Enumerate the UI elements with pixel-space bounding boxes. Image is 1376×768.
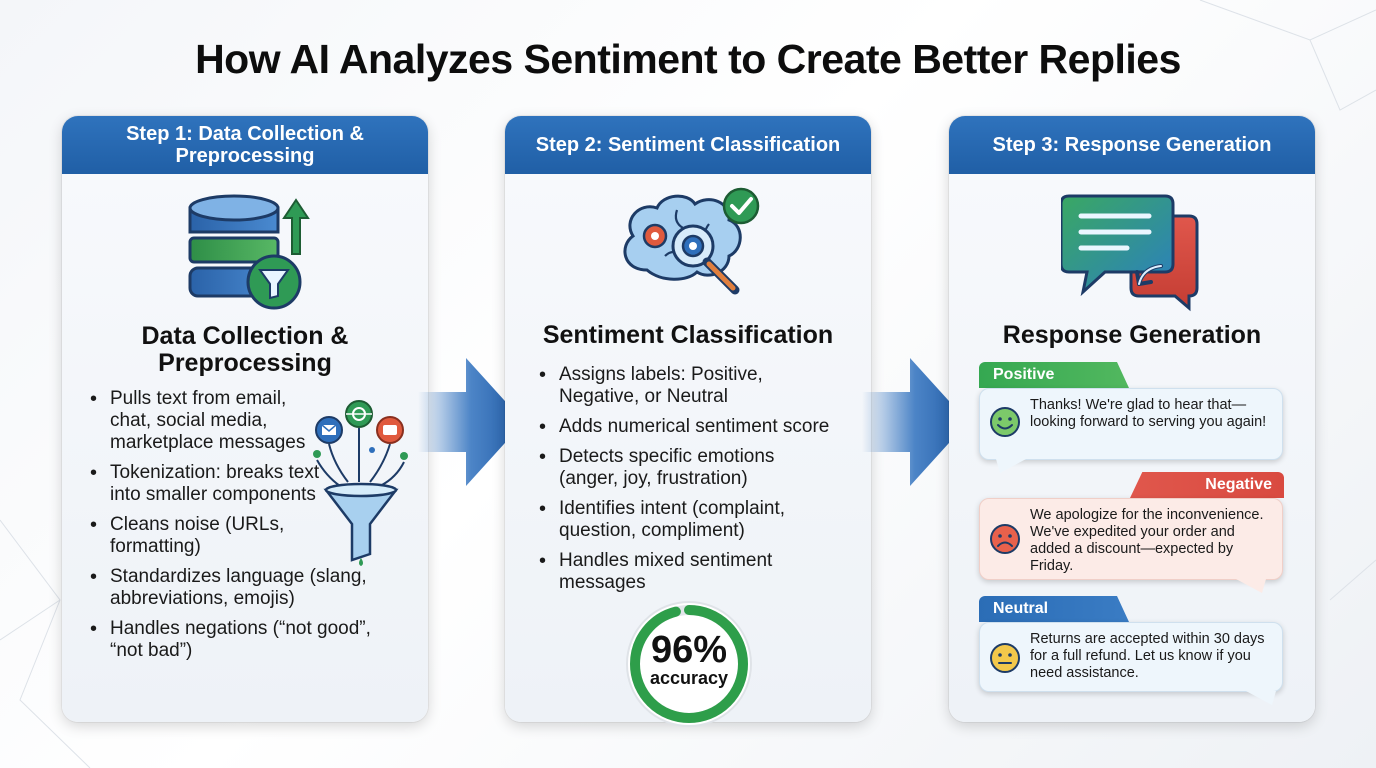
list-item: Tokenization: breaks text into smaller c…	[88, 462, 328, 506]
chat-bubbles-reply-icon	[1061, 194, 1199, 312]
social-channels-funnel-icon	[313, 400, 408, 566]
positive-response-bubble: Thanks! We're glad to hear that—looking …	[979, 388, 1283, 460]
negative-response-text: We apologize for the inconvenience. We'v…	[1030, 507, 1264, 574]
list-item: Adds numerical sentiment score	[537, 416, 857, 438]
bubble-tail	[1236, 579, 1266, 593]
list-item: Identifies intent (complaint, question, …	[537, 498, 812, 542]
step-3-title: Response Generation	[1002, 321, 1262, 349]
positive-response-text: Thanks! We're glad to hear that—looking …	[1030, 397, 1267, 430]
bubble-tail	[996, 459, 1026, 473]
sad-face-icon	[990, 524, 1020, 554]
list-item: Standardizes language (slang, abbreviati…	[88, 566, 388, 610]
page-title: How AI Analyzes Sentiment to Create Bett…	[195, 36, 1181, 82]
accuracy-gauge	[626, 601, 752, 727]
brain-gear-check-icon	[623, 187, 760, 295]
flow-arrow-1	[418, 358, 524, 486]
step-1-card: Step 1: Data Collection & Preprocessing …	[62, 116, 428, 722]
positive-tag: Positive	[979, 362, 1129, 388]
step-2-header: Step 2: Sentiment Classification	[505, 116, 871, 174]
accuracy-gauge-arc	[630, 605, 748, 723]
neutral-response-text: Returns are accepted within 30 days for …	[1030, 631, 1265, 681]
flow-arrow-2	[862, 358, 968, 486]
list-item: Assigns labels: Positive, Negative, or N…	[537, 364, 787, 408]
step-1-bullets: Pulls text from email, chat, social medi…	[88, 388, 371, 670]
step-2-bullets: Assigns labels: Positive, Negative, or N…	[537, 364, 857, 602]
step-2-title: Sentiment Classification	[542, 321, 834, 349]
neutral-face-icon	[990, 643, 1020, 673]
neutral-tag: Neutral	[979, 596, 1129, 622]
step-1-header: Step 1: Data Collection & Preprocessing	[62, 116, 428, 174]
accuracy-value: 96%	[650, 629, 728, 671]
happy-face-icon	[990, 407, 1020, 437]
step-3-header: Step 3: Response Generation	[949, 116, 1315, 174]
negative-response-bubble: We apologize for the inconvenience. We'v…	[979, 498, 1283, 580]
neutral-response-bubble: Returns are accepted within 30 days for …	[979, 622, 1283, 692]
step-1-title: Data Collection & Preprocessing	[141, 322, 349, 377]
negative-tag: Negative	[1130, 472, 1284, 498]
bubble-tail	[1246, 691, 1276, 705]
list-item: Pulls text from email, chat, social medi…	[88, 388, 328, 454]
database-funnel-icon	[188, 194, 310, 310]
accuracy-label: accuracy	[649, 668, 729, 688]
list-item: Detects specific emotions (anger, joy, f…	[537, 446, 797, 490]
list-item: Handles mixed sentiment messages	[537, 550, 797, 594]
list-item: Handles negations (“not good”, “not bad”…	[88, 618, 388, 662]
list-item: Cleans noise (URLs, formatting)	[88, 514, 328, 558]
